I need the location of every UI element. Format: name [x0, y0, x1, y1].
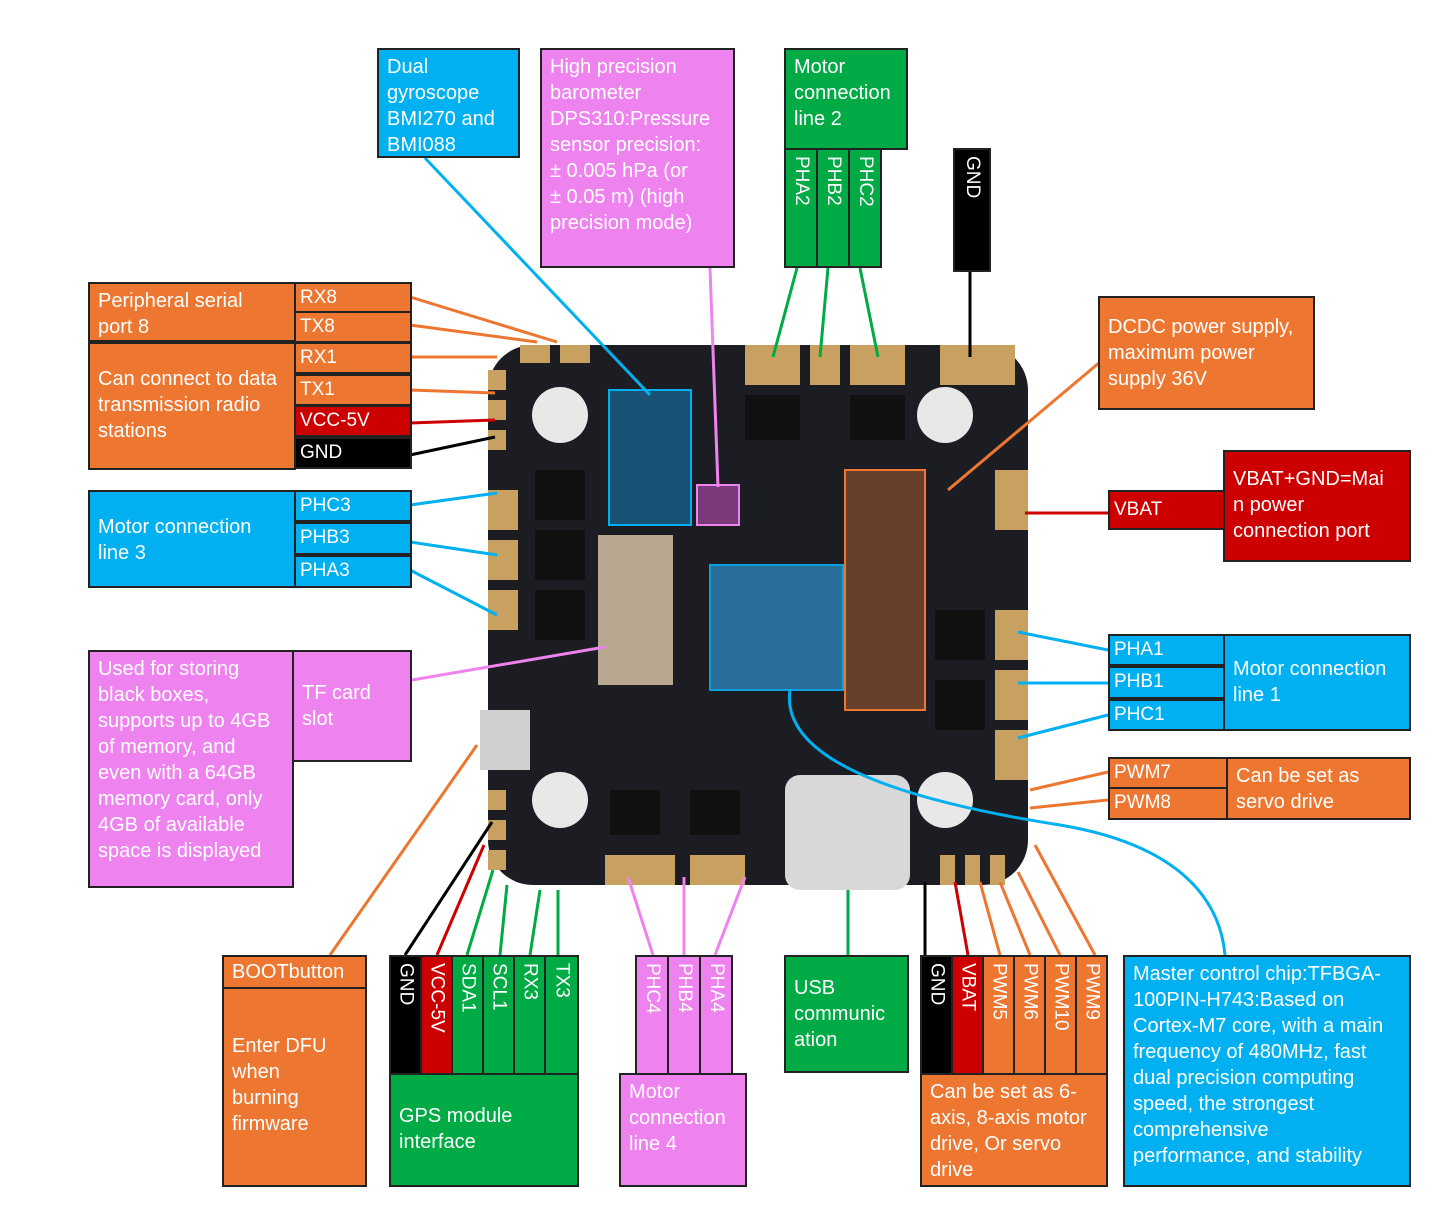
mosfets [535, 395, 985, 835]
motor3-label: Motor connection line 3 [88, 490, 296, 588]
rx3-pin: RX3 [513, 955, 546, 1075]
board-pads [488, 345, 1028, 885]
pwm5-pin: PWM5 [982, 955, 1015, 1075]
usb-label: USB communic ation [784, 955, 909, 1073]
tx1-pin: TX1 [294, 374, 412, 406]
mount-hole-bl [532, 772, 588, 828]
gnd-left-pin: GND [294, 437, 412, 469]
phb3-pin: PHB3 [294, 522, 412, 555]
rx1-pin: RX1 [294, 342, 412, 374]
sda1-pin: SDA1 [451, 955, 484, 1075]
mount-hole-tl [532, 387, 588, 443]
gps-gnd-pin: GND [389, 955, 422, 1075]
bot-gnd-pin: GND [920, 955, 953, 1075]
bot-vbat-pin: VBAT [951, 955, 984, 1075]
pwm8-pin: PWM8 [1108, 787, 1228, 820]
dcdc-highlight [844, 469, 926, 711]
phb1-pin: PHB1 [1108, 666, 1225, 699]
gps-label: GPS module interface [389, 1073, 579, 1187]
scl1-pin: SCL1 [482, 955, 515, 1075]
rx8-pin: RX8 [294, 282, 412, 314]
boot-title: BOOTbutton [222, 955, 367, 989]
gnd-top-pin: GND [953, 148, 991, 272]
pwm9-pin: PWM9 [1075, 955, 1108, 1075]
tx8-pin: TX8 [294, 311, 412, 343]
blackbox-label: Used for storing black boxes, supports u… [88, 650, 294, 888]
phb2-pin: PHB2 [816, 148, 850, 268]
mount-hole-tr [917, 387, 973, 443]
phc1-pin: PHC1 [1108, 699, 1225, 731]
usb-c-port [785, 775, 910, 890]
gps-vcc-pin: VCC-5V [420, 955, 453, 1075]
motor2-label: Motor connection line 2 [784, 48, 908, 150]
mcu-chip [709, 564, 844, 691]
motor4-label: Motor connection line 4 [619, 1073, 747, 1187]
pha1-pin: PHA1 [1108, 634, 1225, 666]
pwm10-pin: PWM10 [1044, 955, 1077, 1075]
pwm7-pin: PWM7 [1108, 757, 1228, 789]
mount-hole-br [917, 772, 973, 828]
dcdc-label: DCDC power supply, maximum power supply … [1098, 296, 1315, 410]
phc3-pin: PHC3 [294, 490, 412, 522]
pha2-pin: PHA2 [784, 148, 818, 268]
sd-card-slot [598, 535, 673, 685]
phc2-pin: PHC2 [848, 148, 882, 268]
gyro-label: Dual gyroscope BMI270 and BMI088 [377, 48, 520, 158]
pha4-pin: PHA4 [699, 955, 733, 1075]
motor1-label: Motor connection line 1 [1223, 634, 1411, 731]
phb4-pin: PHB4 [667, 955, 701, 1075]
pha3-pin: PHA3 [294, 555, 412, 588]
gyro-highlight [608, 389, 692, 526]
boot-button-body [480, 710, 530, 770]
mcu-label: Master control chip:TFBGA- 100PIN-H743:B… [1123, 955, 1411, 1187]
vcc5v-left-pin: VCC-5V [294, 405, 412, 437]
baro-label: High precision barometer DPS310:Pressure… [540, 48, 735, 268]
radio-label: Can connect to data transmission radio s… [88, 342, 296, 470]
phc4-pin: PHC4 [635, 955, 669, 1075]
vbat-main-label: VBAT+GND=Mai n power connection port [1223, 450, 1411, 562]
boot-desc: Enter DFU when burning firmware [222, 987, 367, 1187]
tfcard-label: TF card slot [292, 650, 412, 762]
vbat-right-pin: VBAT [1108, 490, 1225, 530]
serial8-label: Peripheral serial port 8 [88, 282, 296, 342]
baro-highlight [696, 484, 740, 526]
tx3-pin: TX3 [544, 955, 579, 1075]
servo-label: Can be set as servo drive [1226, 757, 1411, 820]
motor-drive-label: Can be set as 6- axis, 8-axis motor driv… [920, 1073, 1108, 1187]
pwm6-pin: PWM6 [1013, 955, 1046, 1075]
